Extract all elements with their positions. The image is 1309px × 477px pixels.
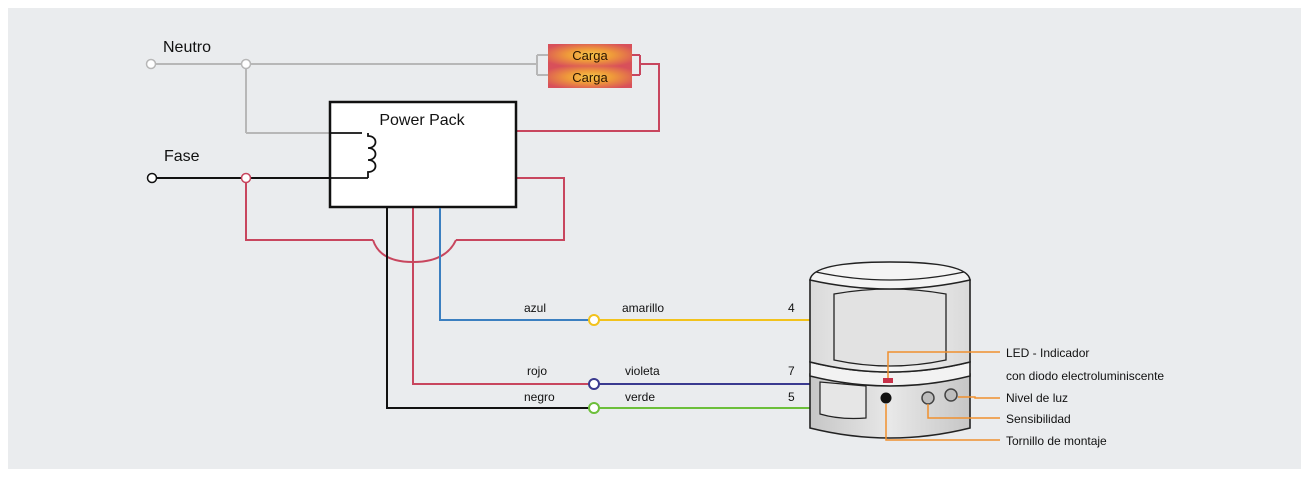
neutral-junction [240,58,252,70]
wire-label-negro: negro [524,390,555,404]
wire-label-verde: verde [625,390,655,404]
callout-light-level: Nivel de luz [1006,391,1068,405]
load-bottom: Carga [548,66,632,88]
power-pack: Power Pack [328,100,518,209]
load-top-label: Carga [572,48,608,63]
load-top: Carga [548,44,632,66]
terminal-label-4: 4 [788,301,795,315]
wire-label-rojo: rojo [527,364,547,378]
sensitivity-knob-icon [921,391,935,405]
phase-terminal [146,172,158,184]
neutral-terminal [145,58,157,70]
mounting-screw-icon [880,392,892,404]
led-indicator [883,378,893,383]
yellow-connector [588,314,600,326]
phase-label: Fase [164,148,200,165]
violet-connector [588,378,600,390]
callout-led-line2: con diodo electroluminiscente [1006,369,1164,383]
light-level-knob-icon [944,388,958,402]
green-connector [588,402,600,414]
terminal-label-7: 7 [788,364,795,378]
wire-label-amarillo: amarillo [622,301,664,315]
wire-label-azul: azul [524,301,546,315]
phase-junction [240,172,252,184]
power-pack-label: Power Pack [379,112,465,129]
load-bottom-label: Carga [572,70,608,85]
occupancy-sensor [809,261,971,439]
callout-mounting-screw: Tornillo de montaje [1006,434,1107,448]
neutral-label: Neutro [163,39,211,56]
diagram-panel [8,8,1301,469]
callout-led-line1: LED - Indicador [1006,346,1089,360]
blue-wire [439,208,594,321]
callout-lines [885,351,1000,441]
relay-coil-icon [330,132,377,179]
terminal-label-5: 5 [788,390,795,404]
neutral-wire [151,54,548,134]
wire-label-violeta: violeta [625,364,660,378]
callout-sensitivity: Sensibilidad [1006,412,1071,426]
